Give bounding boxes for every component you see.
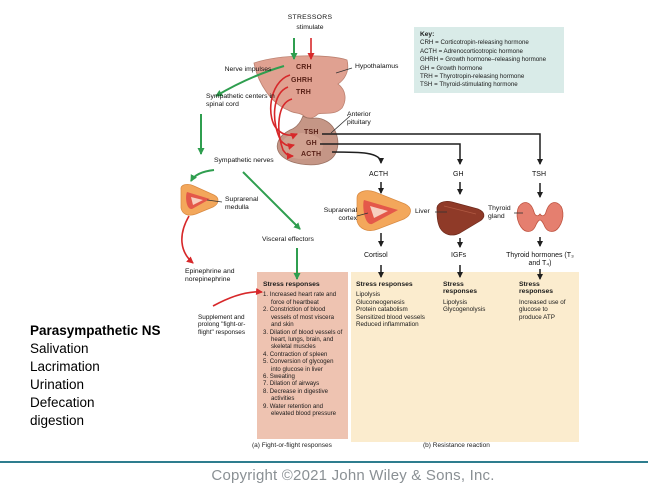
suprarenal-medulla-label: Suprarenal medulla bbox=[225, 196, 259, 211]
key-entry: ACTH = Adrenocorticotropic hormone bbox=[420, 47, 523, 55]
stressors-line2: stimulate bbox=[296, 24, 324, 31]
tsh-pituitary-label: TSH bbox=[304, 129, 319, 136]
key-entry: CRH = Corticotropin-releasing hormone bbox=[420, 39, 529, 47]
note-item: Urination bbox=[30, 377, 85, 392]
thyroid-gland-label: Thyroid gland bbox=[488, 205, 511, 220]
tsh-flow-label: TSH bbox=[532, 171, 546, 178]
suprarenal-cortex-illustration bbox=[356, 190, 411, 231]
cortisol-label: Cortisol bbox=[364, 252, 388, 259]
column-title: Stress responses bbox=[519, 281, 554, 296]
footer-divider bbox=[0, 461, 648, 463]
nerve-impulses-label: Nerve impulses bbox=[224, 66, 272, 73]
acth-pituitary-label: ACTH bbox=[301, 151, 322, 158]
list-item: 5. Conversion of glycogen into glucose i… bbox=[263, 358, 334, 373]
key-box: Key: CRH = Corticotropin-releasing hormo… bbox=[414, 27, 564, 93]
thyroid-responses: Stress responses Increased use of glucos… bbox=[519, 281, 571, 321]
key-entry: TSH = Thyroid-stimulating hormone bbox=[420, 81, 518, 89]
list-item: Lipolysis bbox=[443, 298, 468, 306]
igfs-label: IGFs bbox=[451, 252, 467, 259]
caption-b: (b) Resistance reaction bbox=[423, 442, 490, 449]
column-title: Stress responses bbox=[443, 281, 478, 296]
list-item: 6. Sweating bbox=[263, 372, 295, 380]
list-item: Reduced inflammation bbox=[356, 321, 419, 329]
list-item: Lipolysis bbox=[356, 291, 381, 299]
trh-label: TRH bbox=[296, 89, 311, 96]
key-entry: GH = Growth hormone bbox=[420, 64, 483, 72]
thyroid-illustration bbox=[516, 202, 564, 232]
thyroid-hormones-label: Thyroid hormones (T₃ and T₄) bbox=[506, 252, 574, 268]
list-item: 9. Water retention and elevated blood pr… bbox=[263, 402, 337, 417]
fight-or-flight-title: Stress responses bbox=[263, 281, 320, 288]
pointer-lines bbox=[206, 67, 523, 217]
list-item: Increased use of glucose to produce ATP bbox=[519, 298, 566, 321]
key-title: Key: bbox=[420, 31, 435, 38]
green-arrows bbox=[190, 38, 301, 280]
suprarenal-medulla-illustration bbox=[180, 184, 219, 216]
gh-pituitary-label: GH bbox=[306, 140, 317, 147]
key-entry: TRH = Thyrotropin-releasing hormone bbox=[420, 73, 525, 81]
anterior-pituitary-label: Anterior pituitary bbox=[347, 111, 371, 126]
note-item: Defecation bbox=[30, 395, 95, 410]
list-item: 1. Increased heart rate and force of hea… bbox=[263, 291, 337, 306]
hypothalamus-label: Hypothalamus bbox=[355, 63, 399, 70]
caption-a: (a) Fight-or-flight responses bbox=[252, 442, 332, 449]
hypothalamus-illustration bbox=[253, 55, 349, 166]
red-arrows bbox=[181, 38, 315, 307]
cortisol-responses: Stress responses Lipolysis Gluconeogenes… bbox=[356, 281, 442, 329]
list-item: 4. Contraction of spleen bbox=[263, 350, 328, 358]
list-item: 7. Dilation of airways bbox=[263, 380, 320, 388]
note-item: Lacrimation bbox=[30, 359, 100, 374]
list-item: Gluconeogenesis bbox=[356, 298, 405, 306]
fight-or-flight-list: Stress responses 1. Increased heart rate… bbox=[263, 281, 344, 417]
suprarenal-cortex-label: Suprarenal cortex bbox=[323, 207, 357, 222]
black-arrows bbox=[320, 133, 543, 280]
gh-flow-label: GH bbox=[453, 171, 464, 178]
copyright-text: Copyright ©2021 John Wiley & Sons, Inc. bbox=[211, 467, 495, 484]
list-item: Protein catabolism bbox=[356, 306, 408, 314]
liver-illustration bbox=[436, 201, 485, 236]
column-title: Stress responses bbox=[356, 281, 413, 288]
crh-label: CRH bbox=[296, 64, 312, 71]
list-item: Sensitized blood vessels bbox=[356, 313, 425, 321]
ghrh-label: GHRH bbox=[291, 77, 313, 84]
sympathetic-centers-label: Sympathetic centers in spinal cord bbox=[206, 93, 275, 108]
resistance-reaction-panel bbox=[351, 272, 579, 442]
note-item: digestion bbox=[30, 413, 85, 428]
igfs-responses: Stress responses Lipolysis Glycogenolysi… bbox=[443, 281, 493, 314]
stressors-label: STRESSORS stimulate bbox=[268, 13, 352, 33]
liver-label: Liver bbox=[415, 208, 430, 215]
parasympathetic-notes: Parasympathetic NS Salivation Lacrimatio… bbox=[30, 322, 220, 430]
list-item: Glycogenolysis bbox=[443, 306, 486, 314]
epinephrine-label: Epinephrine and norepinephrine bbox=[185, 268, 235, 283]
note-item: Salivation bbox=[30, 341, 89, 356]
notes-title: Parasympathetic NS bbox=[30, 323, 161, 338]
supplement-note: Supplement and prolong "fight-or-flight"… bbox=[198, 314, 246, 336]
acth-flow-label: ACTH bbox=[369, 171, 389, 178]
list-item: 8. Decrease in digestive activities bbox=[263, 387, 329, 403]
list-item: 3. Dilation of blood vessels of heart, l… bbox=[263, 328, 343, 351]
key-entry: GHRH = Growth hormone–releasing hormone bbox=[420, 56, 547, 64]
sympathetic-nerves-label: Sympathetic nerves bbox=[214, 157, 274, 164]
list-item: 2. Constriction of blood vessels of most… bbox=[263, 306, 334, 329]
fight-or-flight-panel bbox=[257, 272, 348, 439]
stressors-line1: STRESSORS bbox=[287, 14, 333, 21]
visceral-effectors-label: Visceral effectors bbox=[262, 236, 314, 243]
